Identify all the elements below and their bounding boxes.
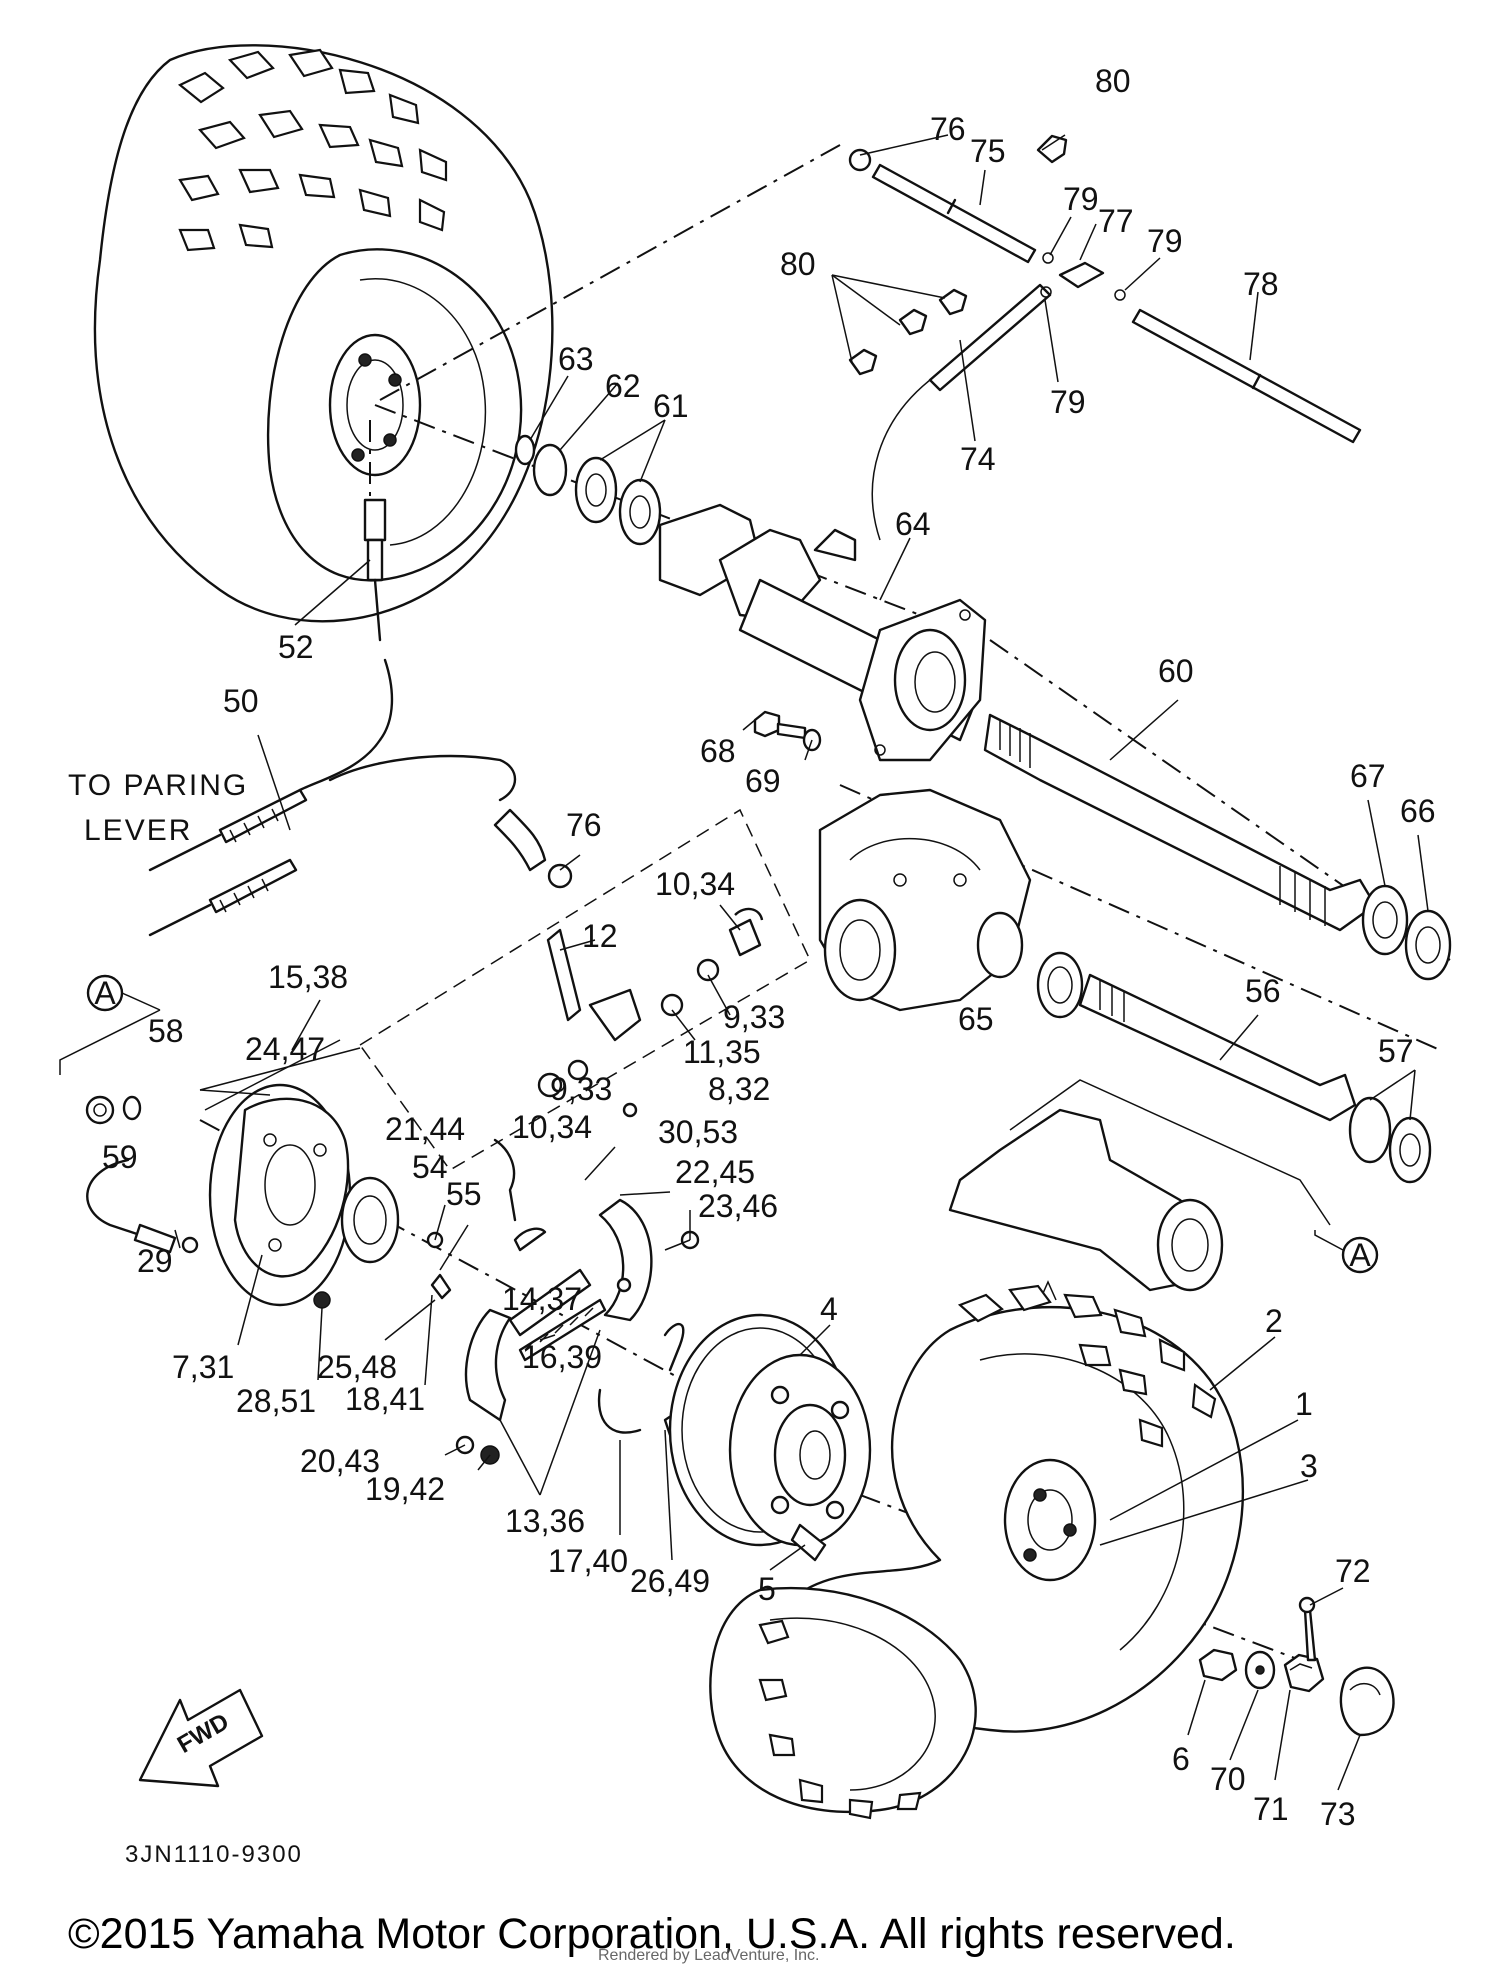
- brake-lever-group: [358, 808, 811, 1171]
- callout-label: 70: [1210, 1761, 1246, 1797]
- callout-label: 74: [960, 441, 996, 477]
- axle-shaft-short: [1078, 973, 1432, 1184]
- bolt-and-washer: [753, 710, 822, 752]
- housing-reference-block: [948, 1079, 1331, 1301]
- callout-label: 25,48: [317, 1349, 397, 1385]
- callout-label: 56: [1245, 973, 1281, 1009]
- brake-hoses: [848, 134, 1362, 541]
- callout-label: 8,32: [708, 1071, 770, 1107]
- callout-label: 11,35: [683, 1034, 761, 1070]
- callout-label: 61: [653, 388, 689, 424]
- reference-marker-label: A: [94, 975, 116, 1011]
- callout-label: 78: [1243, 266, 1279, 302]
- callout-label: 66: [1400, 793, 1436, 829]
- callout-label: 5: [758, 1571, 776, 1607]
- cable-label-line2: LEVER: [84, 814, 192, 847]
- callout-label: 6: [1172, 1741, 1190, 1777]
- callout-label: 10,34: [655, 866, 735, 902]
- callout-label: 4: [820, 1291, 838, 1327]
- callout-label: 22,45: [675, 1154, 755, 1190]
- wheel-fasteners: [1198, 1596, 1395, 1737]
- callout-label: 75: [970, 133, 1006, 169]
- callout-label: 14,37: [502, 1281, 582, 1317]
- reference-marker-label: A: [1349, 1237, 1371, 1273]
- brake-panel: [85, 1083, 452, 1309]
- diagram-code: 3JN1110-9300: [125, 1841, 303, 1868]
- callout-label: 73: [1320, 1796, 1356, 1832]
- watermark-text: Rendered by LeadVenture, Inc.: [598, 1947, 820, 1964]
- callout-label: 10,34: [512, 1109, 592, 1145]
- callout-labels: 80 76 75 79 77 79 80 78 79 74 63 62 61 6…: [102, 63, 1436, 1832]
- callout-label: 16,39: [522, 1339, 602, 1375]
- callout-label: 77: [1098, 203, 1134, 239]
- callout-label: 64: [895, 506, 931, 542]
- callout-label: 57: [1378, 1033, 1414, 1069]
- callout-label: 65: [958, 1001, 994, 1037]
- callout-label: 9,33: [550, 1071, 612, 1107]
- cable-label-line1: TO PARING: [68, 769, 248, 802]
- callout-label: 79: [1050, 384, 1086, 420]
- callout-label: 50: [223, 683, 259, 719]
- final-gear-case: [818, 788, 1084, 1019]
- callout-label: 69: [745, 763, 781, 799]
- callout-label: 12: [582, 918, 618, 954]
- callout-label: 23,46: [698, 1188, 778, 1224]
- callout-label: 63: [558, 341, 594, 377]
- callout-label: 76: [930, 111, 966, 147]
- callout-label: 79: [1147, 223, 1183, 259]
- callout-label: 80: [780, 246, 816, 282]
- callout-label: 71: [1253, 1791, 1289, 1827]
- reference-marker-a-left: A: [59, 974, 161, 1075]
- callout-label: 26,49: [630, 1563, 710, 1599]
- callout-label: 20,43: [300, 1443, 380, 1479]
- callout-label: 52: [278, 629, 314, 665]
- callout-label: 18,41: [345, 1381, 425, 1417]
- callout-label: 59: [102, 1139, 138, 1175]
- callout-label: 28,51: [236, 1383, 316, 1419]
- hose-fitting: [547, 863, 573, 889]
- callout-leaders: [174, 134, 1429, 1791]
- callout-label: 76: [566, 807, 602, 843]
- callout-label: 80: [1095, 63, 1131, 99]
- wheel-bearings: [514, 434, 662, 546]
- parking-brake-cables: [148, 498, 547, 937]
- callout-label: 19,42: [365, 1471, 445, 1507]
- callout-label: 15,38: [268, 959, 348, 995]
- callout-label: 55: [446, 1176, 482, 1212]
- axle-shaft-long: [983, 713, 1452, 981]
- callout-label: 54: [412, 1149, 448, 1185]
- reference-marker-a-right: A: [1314, 1230, 1379, 1274]
- callout-label: 30,53: [658, 1114, 738, 1150]
- callout-label: 7,31: [172, 1349, 234, 1385]
- callout-label: 2: [1265, 1303, 1283, 1339]
- callout-label: 9,33: [723, 999, 785, 1035]
- callout-label: 29: [137, 1243, 173, 1279]
- callout-label: 3: [1300, 1448, 1318, 1484]
- callout-label: 21,44: [385, 1111, 465, 1147]
- callout-label: 17,40: [548, 1543, 628, 1579]
- right-rear-tire: [709, 1284, 1245, 1820]
- callout-label: 24,47: [245, 1031, 325, 1067]
- callout-label: 68: [700, 733, 736, 769]
- callout-label: 79: [1063, 181, 1099, 217]
- left-rear-tire: [93, 44, 554, 623]
- copyright-notice: ©2015 Yamaha Motor Corporation, U.S.A. A…: [68, 1910, 1236, 1958]
- callout-label: 58: [148, 1013, 184, 1049]
- brake-drum: [668, 1313, 872, 1562]
- callout-label: 72: [1335, 1553, 1371, 1589]
- forward-arrow: FWD: [138, 1688, 264, 1788]
- callout-label: 1: [1295, 1386, 1313, 1422]
- callout-label: 62: [605, 368, 641, 404]
- callout-label: 67: [1350, 758, 1386, 794]
- axle-housing: [658, 503, 987, 762]
- callout-label: 13,36: [505, 1503, 585, 1539]
- callout-label: 60: [1158, 653, 1194, 689]
